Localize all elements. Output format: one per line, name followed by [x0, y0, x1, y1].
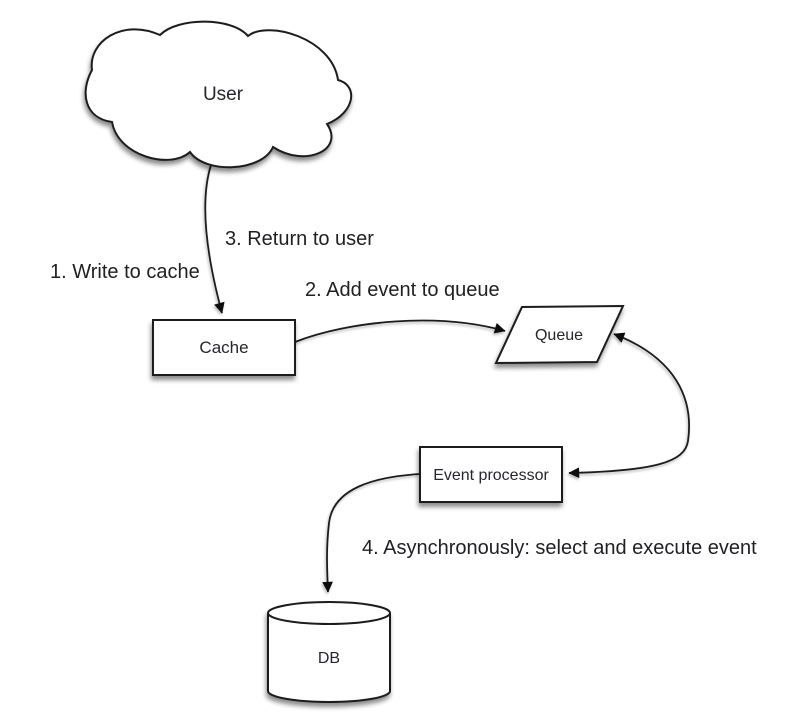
annotation-async-select-execute: 4. Asynchronously: select and execute ev… [362, 537, 757, 559]
cache-box [152, 319, 296, 376]
queue-parallelogram [494, 304, 625, 365]
event-processor-label: Event processor [433, 467, 549, 484]
cache-label: Cache [199, 338, 248, 357]
queue-label: Queue [535, 327, 583, 344]
annotation-write-to-cache: 1. Write to cache [50, 261, 200, 283]
db-label: DB [318, 650, 340, 667]
db-cylinder-body [267, 613, 391, 703]
user-cloud-shape [84, 20, 353, 169]
arrow-event-processor-to-db [322, 473, 421, 593]
user-label: User [203, 84, 244, 105]
arrow-user-to-cache [204, 164, 225, 314]
arrow-connector-to-queue [613, 332, 690, 442]
annotation-return-to-user: 3. Return to user [225, 228, 374, 250]
db-cylinder-top [267, 601, 391, 625]
annotation-add-event-to-queue: 2. Add event to queue [305, 279, 500, 301]
arrow-connector-to-event-processor [568, 440, 689, 479]
event-processor-box [419, 446, 563, 503]
arrow-cache-to-queue [294, 319, 506, 343]
db-cylinder [267, 601, 391, 703]
